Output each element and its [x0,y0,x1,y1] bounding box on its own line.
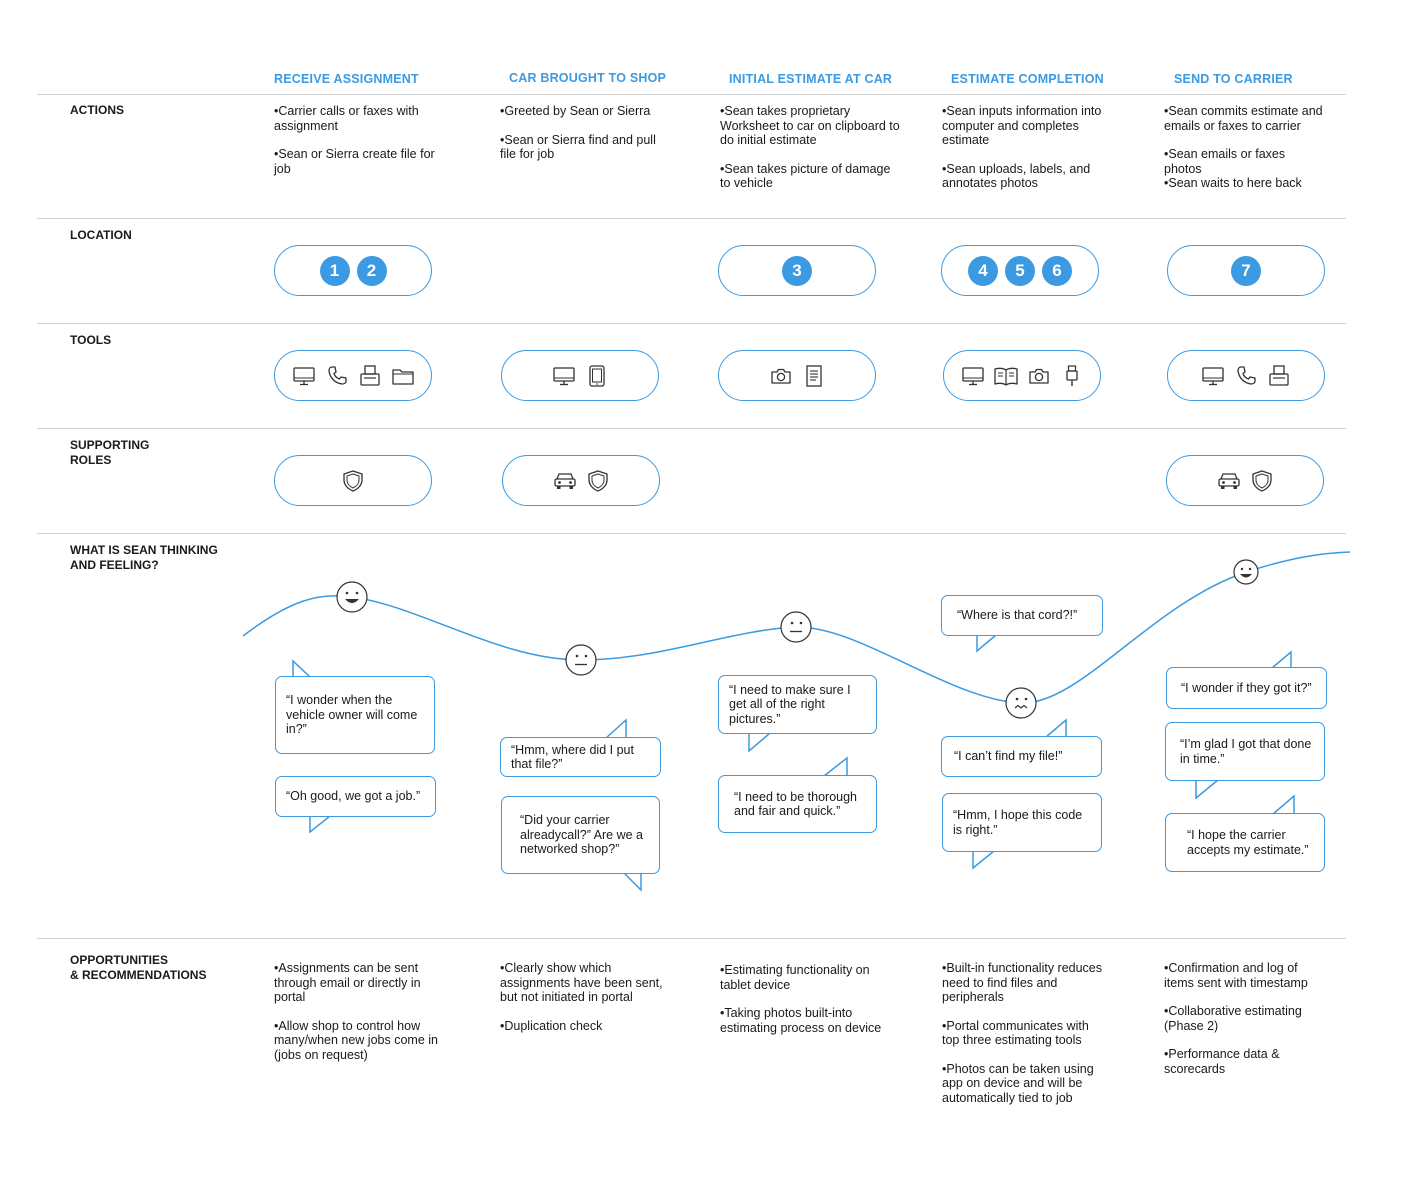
quote-bubble: “I’m glad I got that done in time.” [1165,722,1325,781]
quote-text: “I need to be thorough and fair and quic… [734,789,858,819]
opportunities-cell: •Assignments can be sent through email o… [274,961,439,1076]
stage-title-car-brought-to-shop: CAR BROUGHT TO SHOP [509,71,667,85]
action-item: •Sean takes picture of damage to vehicle [720,161,891,191]
opportunity-item: •Taking photos built-into estimating pro… [720,1006,882,1035]
quote-bubble: “Hmm, I hope this code is right.” [942,793,1102,852]
tools-pill-car-brought [501,350,659,401]
tools-pill-receive [274,350,432,401]
opportunity-item: •Performance data & scorecards [1164,1047,1280,1076]
action-item: •Sean or Sierra find and pull file for j… [500,132,656,162]
quote-bubble: “I hope the carrier accepts my estimate.… [1165,813,1325,872]
location-number: 1 [319,255,350,286]
opportunity-item: •Assignments can be sent through email o… [274,961,421,1004]
quote-bubble: “I can’t find my file!” [941,736,1102,777]
tools-pill-initial-estimate [718,350,876,401]
quote-text: “I wonder if they got it?” [1181,680,1312,695]
location-number: 2 [356,255,387,286]
stage-title-initial-estimate: INITIAL ESTIMATE AT CAR [729,72,893,86]
location-number: 3 [782,255,812,286]
emotion-face-happy-icon [1233,559,1259,585]
action-item: •Sean commits estimate and emails or fax… [1164,104,1323,133]
quote-text: “I’m glad I got that done in time.” [1180,737,1312,766]
opportunities-cell: •Clearly show which assignments have bee… [500,961,670,1047]
emotion-face-neutral-icon [565,644,597,676]
action-item: •Sean emails or faxes photos [1164,147,1286,176]
location-number: 7 [1231,255,1261,286]
emotion-face-neutral-icon [780,611,812,643]
opportunity-item: •Clearly show which assignments have bee… [500,961,663,1004]
location-number: 5 [1005,255,1035,286]
opportunity-item: •Collaborative estimating (Phase 2) [1164,1004,1302,1033]
row-label-actions: ACTIONS [70,103,124,117]
quote-bubble: “I wonder if they got it?” [1166,667,1327,709]
actions-cell: •Carrier calls or faxes with assignment … [274,104,444,190]
divider-supporting [37,428,1346,429]
opportunity-item: •Portal communicates with top three esti… [942,1018,1089,1048]
quote-text: “I need to make sure I get all of the ri… [729,682,851,726]
quote-bubble: “Where is that cord?!” [941,595,1103,636]
opportunity-item: •Allow shop to control how many/when new… [274,1018,438,1062]
emotion-face-happy-icon [336,581,368,613]
quote-text: “Did your carrier alreadycall?” Are we a… [520,813,643,857]
divider-location [37,218,1346,219]
actions-cell: •Greeted by Sean or Sierra •Sean or Sier… [500,104,670,176]
location-pill-initial-estimate: 3 [718,245,876,296]
divider-thinking [37,533,1346,534]
opportunity-item: •Photos can be taken using app on device… [942,1061,1094,1105]
quote-text: “Where is that cord?!” [957,608,1078,623]
quote-bubble: “I wonder when the vehicle owner will co… [275,676,435,754]
quote-bubble: “I need to be thorough and fair and quic… [718,775,877,833]
row-label-location: LOCATION [70,228,132,242]
action-item: •Sean takes proprietary Worksheet to car… [720,104,900,147]
quote-bubble: “Oh good, we got a job.” [275,776,436,817]
emotion-face-worried-icon [1005,687,1037,719]
tools-pill-estimate-completion [943,350,1101,401]
stage-title-estimate-completion: ESTIMATE COMPLETION [951,72,1104,86]
opportunity-item: •Estimating functionality on tablet devi… [720,963,870,992]
location-number: 6 [1042,255,1072,286]
row-label-supporting-roles: SUPPORTING ROLES [70,438,150,467]
opportunities-cell: •Confirmation and log of items sent with… [1164,961,1324,1090]
actions-cell: •Sean takes proprietary Worksheet to car… [720,104,900,205]
quote-bubble: “I need to make sure I get all of the ri… [718,675,877,734]
quote-bubble: “Hmm, where did I put that file?” [500,737,661,777]
location-pill-receive: 1 2 [274,245,432,296]
divider-tools [37,323,1346,324]
quote-text: “I hope the carrier accepts my estimate.… [1187,828,1309,857]
quote-text: “I wonder when the vehicle owner will co… [286,693,418,737]
action-item: •Sean inputs information into computer a… [942,104,1102,147]
quote-text: “Hmm, where did I put that file?” [511,742,634,772]
actions-cell: •Sean commits estimate and emails or fax… [1164,104,1324,205]
action-item: •Sean uploads, labels, and annotates pho… [942,161,1091,191]
stage-title-receive-assignment: RECEIVE ASSIGNMENT [274,72,419,86]
roles-pill-receive [274,455,432,506]
opportunities-cell: •Estimating functionality on tablet devi… [720,963,895,1049]
roles-pill-send [1166,455,1324,506]
action-item: •Sean or Sierra create file for job [274,147,435,176]
quote-text: “Oh good, we got a job.” [286,789,421,804]
opportunities-cell: •Built-in functionality reduces need to … [942,961,1104,1119]
divider-opportunities [37,938,1346,939]
quote-bubble: “Did your carrier alreadycall?” Are we a… [501,796,660,874]
opportunity-item: •Built-in functionality reduces need to … [942,961,1103,1004]
tools-pill-send [1167,350,1325,401]
opportunity-item: •Duplication check [500,1018,603,1033]
stage-title-send-to-carrier: SEND TO CARRIER [1174,72,1293,86]
divider-actions [37,94,1346,95]
row-label-opportunities: OPPORTUNITIES & RECOMMENDATIONS [70,953,207,982]
actions-cell: •Sean inputs information into computer a… [942,104,1107,205]
location-number: 4 [968,255,998,286]
row-label-tools: TOOLS [70,333,112,347]
roles-pill-car-brought [502,455,660,506]
location-pill-estimate-completion: 4 5 6 [941,245,1099,296]
action-item: •Carrier calls or faxes with assignment [274,104,419,133]
action-item: •Greeted by Sean or Sierra [500,104,651,118]
row-label-thinking-feeling: WHAT IS SEAN THINKING AND FEELING? [70,543,218,572]
action-item: •Sean waits to here back [1164,176,1302,190]
location-pill-send: 7 [1167,245,1325,296]
opportunity-item: •Confirmation and log of items sent with… [1164,961,1308,990]
quote-text: “Hmm, I hope this code is right.” [953,808,1083,837]
quote-text: “I can’t find my file!” [954,749,1063,764]
